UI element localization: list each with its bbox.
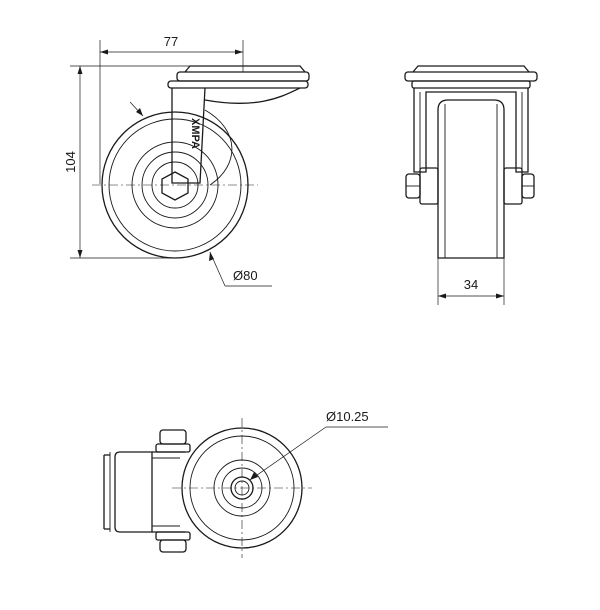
side-top-plate [176, 71, 310, 82]
dimension-wheel-width: 34 [437, 258, 505, 305]
side-fork-curve [204, 87, 301, 104]
dimension-mount-width: 77 [99, 34, 244, 184]
front-view [404, 65, 538, 259]
dim-label-10-25: Ø10.25 [326, 409, 369, 424]
dim-label-104: 104 [63, 151, 78, 173]
arrow-10-25 [250, 472, 258, 480]
side-axle-nut [161, 171, 189, 201]
arrow-77-left [100, 49, 108, 55]
front-wheel [437, 99, 505, 259]
arrow-104-bottom [77, 250, 83, 258]
dimension-bolt-hole: Ø10.25 [249, 409, 388, 481]
brand-mark: XMPA [189, 118, 201, 149]
arrow-104-top [77, 66, 83, 74]
side-leader-arrowhead [136, 108, 143, 116]
side-view: XMPA [92, 65, 310, 259]
top-view [103, 418, 312, 558]
leader-10-25 [249, 426, 327, 481]
dim-label-80: Ø80 [233, 268, 258, 283]
side-fork-leg [171, 87, 206, 184]
front-bolt-washer-left [419, 167, 439, 205]
front-fork [413, 88, 529, 173]
front-plate-rim [412, 65, 530, 73]
side-wheel-outer [101, 111, 249, 259]
dimension-wheel-diameter: Ø80 [209, 251, 272, 287]
top-wheel-outer [181, 427, 303, 549]
dim-label-77: 77 [164, 34, 178, 49]
dim-label-34: 34 [464, 277, 478, 292]
dimension-overall-height: 104 [63, 65, 190, 259]
top-axle-nut [159, 539, 187, 553]
arrow-77-right [235, 49, 243, 55]
top-nut-washer [155, 531, 191, 541]
side-bearing-ring [167, 80, 309, 89]
top-bolt-head [159, 429, 187, 445]
side-fork-inner-curve [204, 109, 233, 186]
front-bearing-ring [411, 80, 531, 89]
front-bolt-washer-right [503, 167, 523, 205]
arrow-80 [209, 252, 214, 261]
side-wheel-bore [151, 161, 199, 209]
arrow-34-left [438, 293, 446, 299]
side-plate-rim [184, 65, 306, 73]
top-mount-plate [114, 451, 153, 533]
arrow-34-right [496, 293, 504, 299]
top-bolt-washer [155, 443, 191, 453]
front-top-plate [404, 71, 538, 82]
